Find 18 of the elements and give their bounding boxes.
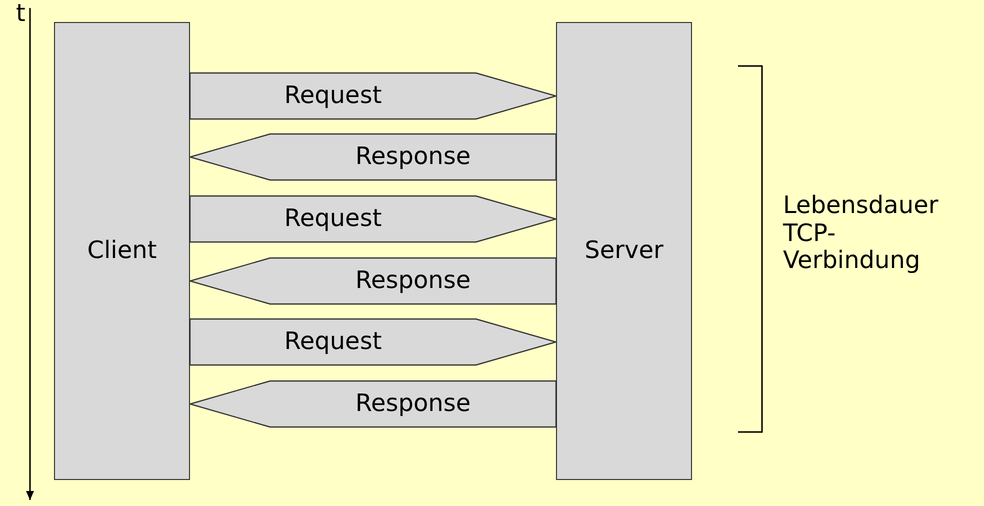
bracket-label: Lebensdauer TCP-Verbindung <box>783 192 940 275</box>
block-arrow <box>188 380 557 428</box>
edge-label: Request <box>284 82 382 110</box>
box-label: Server <box>584 237 664 265</box>
edge-label: Request <box>284 205 382 233</box>
edge-label: Request <box>284 328 382 356</box>
block-arrow <box>189 195 558 243</box>
block-arrow <box>188 257 557 305</box>
edge-label: Response <box>355 143 471 171</box>
block-arrow <box>188 133 557 181</box>
process-box <box>556 22 692 480</box>
edge-label: Response <box>355 267 471 295</box>
process-box <box>54 22 190 480</box>
box-label: Client <box>87 237 157 265</box>
block-arrow <box>189 318 558 366</box>
edge-label: Response <box>355 390 471 418</box>
axis-label: t <box>16 0 26 28</box>
block-arrow <box>189 72 558 120</box>
